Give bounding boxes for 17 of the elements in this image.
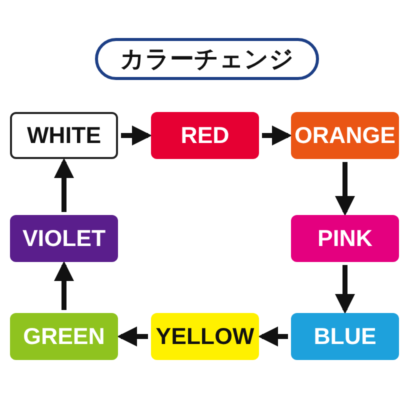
title-badge: カラーチェンジ xyxy=(95,38,319,80)
color-box: RED xyxy=(151,112,259,159)
arrow xyxy=(262,126,292,146)
color-box: WHITE xyxy=(10,112,118,159)
color-box: BLUE xyxy=(291,313,399,360)
color-box: PINK xyxy=(291,215,399,262)
arrow xyxy=(335,162,355,216)
arrow xyxy=(121,126,152,146)
color-box: VIOLET xyxy=(10,215,118,262)
arrow xyxy=(335,265,355,314)
color-box: GREEN xyxy=(10,313,118,360)
arrow xyxy=(258,326,288,346)
arrow xyxy=(54,261,74,310)
arrow xyxy=(54,158,74,212)
color-box: YELLOW xyxy=(151,313,259,360)
color-box: ORANGE xyxy=(291,112,399,159)
arrow xyxy=(117,326,148,346)
